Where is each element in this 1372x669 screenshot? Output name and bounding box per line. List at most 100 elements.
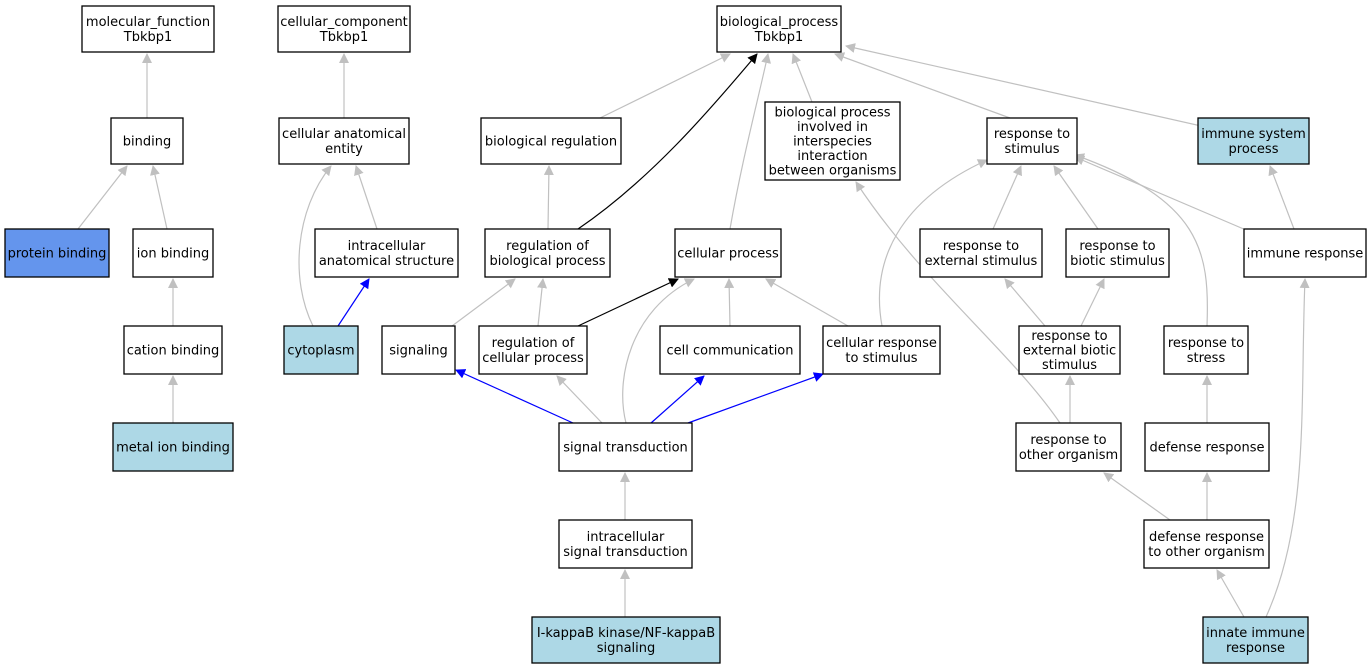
- node-pbind[interactable]: protein binding: [4, 228, 110, 278]
- node-label-line: response to: [994, 127, 1070, 142]
- node-label-line: interaction: [797, 149, 867, 164]
- node-label-line: signal transduction: [563, 545, 688, 560]
- edge-rstim-to-bp: [834, 52, 1011, 119]
- edge-breg-to-bp: [599, 53, 731, 119]
- node-label-line: response to: [1030, 433, 1106, 448]
- node-breg[interactable]: biological regulation: [480, 117, 622, 165]
- node-box: [4, 228, 110, 278]
- node-label-line: biological regulation: [485, 135, 617, 150]
- edge-rbs-to-rstim: [1053, 165, 1099, 230]
- node-box: [480, 117, 622, 165]
- node-iresp[interactable]: immune response: [1243, 228, 1367, 278]
- node-label-line: stimulus: [1004, 142, 1059, 157]
- node-box: [1143, 519, 1270, 569]
- node-label-line: entity: [325, 142, 363, 157]
- node-label-line: signaling: [389, 344, 448, 359]
- node-box: [674, 228, 782, 278]
- edge-ccom-to-cproc: [724, 278, 735, 327]
- edge-res-to-rstim: [992, 165, 1022, 230]
- node-label-line: to stimulus: [845, 351, 917, 366]
- node-ccom[interactable]: cell communication: [659, 325, 801, 375]
- node-label-line: intracellular: [348, 239, 426, 254]
- edge-iresp-to-isp: [1268, 165, 1295, 230]
- node-label-line: ion binding: [137, 247, 209, 262]
- node-st[interactable]: signal transduction: [558, 422, 693, 472]
- node-label-line: biological_process: [720, 15, 839, 30]
- node-label-line: involved in: [797, 120, 868, 135]
- edge-st-to-rcp: [556, 375, 603, 424]
- node-box: [81, 5, 215, 53]
- node-label-line: cellular process: [482, 351, 584, 366]
- node-ionb[interactable]: ion binding: [132, 228, 214, 278]
- node-box: [112, 422, 234, 472]
- node-box: [484, 228, 611, 278]
- node-label-line: between organisms: [769, 164, 897, 179]
- node-label-line: protein binding: [8, 247, 107, 262]
- node-box: [822, 325, 941, 375]
- node-label-line: cellular anatomical: [282, 127, 406, 142]
- node-box: [1163, 325, 1249, 375]
- node-label-line: Tbkbp1: [754, 30, 804, 45]
- node-catb[interactable]: cation binding: [123, 325, 223, 375]
- node-box: [716, 5, 842, 53]
- node-label-line: response to: [943, 239, 1019, 254]
- node-label-line: interspecies: [793, 135, 872, 150]
- node-cproc[interactable]: cellular process: [674, 228, 782, 278]
- node-label-line: innate immune: [1206, 626, 1305, 641]
- node-label-line: defense response: [1149, 530, 1264, 545]
- node-cyto[interactable]: cytoplasm: [283, 325, 359, 375]
- node-dr[interactable]: defense response: [1144, 422, 1270, 472]
- node-box: [278, 117, 410, 165]
- node-label-line: process: [1229, 142, 1279, 157]
- node-label-line: metal ion binding: [116, 441, 230, 456]
- edge-cyto-to-ias: [337, 278, 370, 327]
- node-box: [314, 228, 459, 278]
- node-mib[interactable]: metal ion binding: [112, 422, 234, 472]
- node-box: [1243, 228, 1367, 278]
- edge-rcp-to-rbp: [537, 278, 548, 327]
- node-box: [110, 117, 184, 165]
- node-label-line: to other organism: [1148, 545, 1265, 560]
- node-binding[interactable]: binding: [110, 117, 184, 165]
- node-box: [919, 228, 1043, 278]
- node-sig[interactable]: signaling: [381, 325, 456, 375]
- node-box: [1015, 422, 1122, 472]
- edge-rbp-to-breg: [543, 165, 554, 230]
- node-box: [558, 519, 693, 569]
- node-label-line: external biotic: [1023, 344, 1116, 359]
- node-label-line: signal transduction: [563, 441, 688, 456]
- edge-rbp-to-bp: [577, 53, 758, 230]
- node-label-line: cellular_component: [280, 15, 408, 30]
- node-label-line: cytoplasm: [287, 344, 354, 359]
- node-box: [277, 5, 411, 53]
- edge-cyto-to-cae: [298, 165, 332, 327]
- node-box: [764, 101, 901, 181]
- node-box: [1065, 228, 1170, 278]
- edge-isp-to-bp: [845, 43, 1211, 129]
- edge-crs-to-cproc: [765, 278, 849, 327]
- node-label-line: response: [1226, 641, 1285, 656]
- edge-rstress-to-rstim: [1074, 153, 1208, 327]
- edge-crs-to-rstim: [878, 159, 988, 327]
